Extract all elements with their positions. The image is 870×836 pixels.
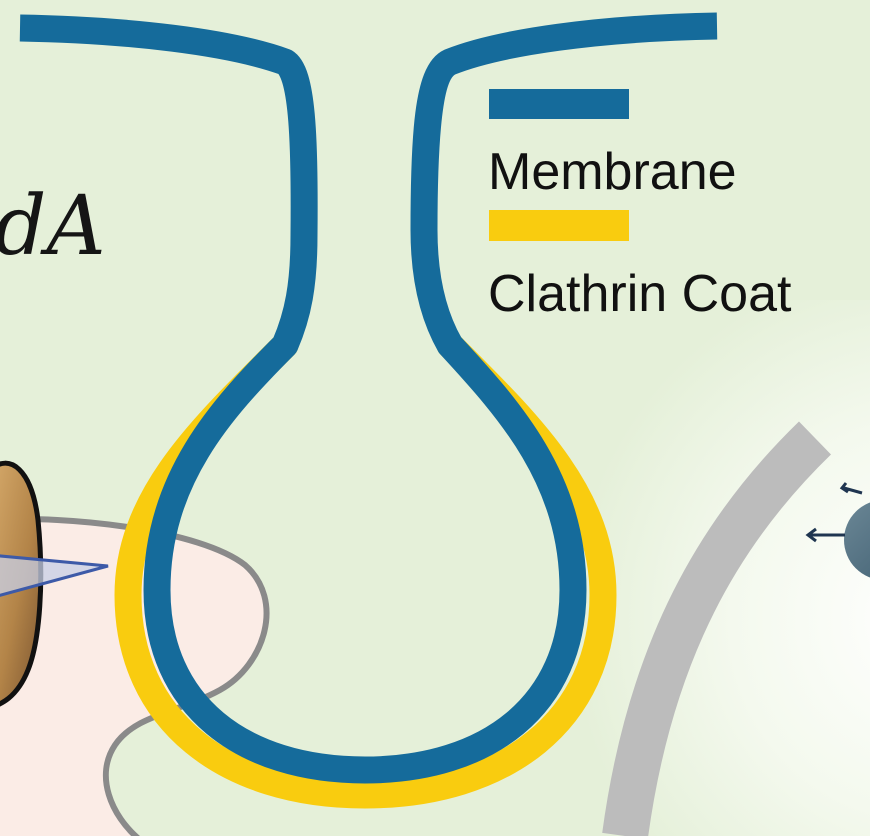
legend-clathrin-coat-label: Clathrin Coat xyxy=(488,268,791,320)
legend-membrane-swatch xyxy=(489,89,629,119)
legend-coat-swatch xyxy=(489,210,629,241)
legend-membrane-label: Membrane xyxy=(488,146,737,198)
surface-element-formula: dA xyxy=(0,186,106,268)
